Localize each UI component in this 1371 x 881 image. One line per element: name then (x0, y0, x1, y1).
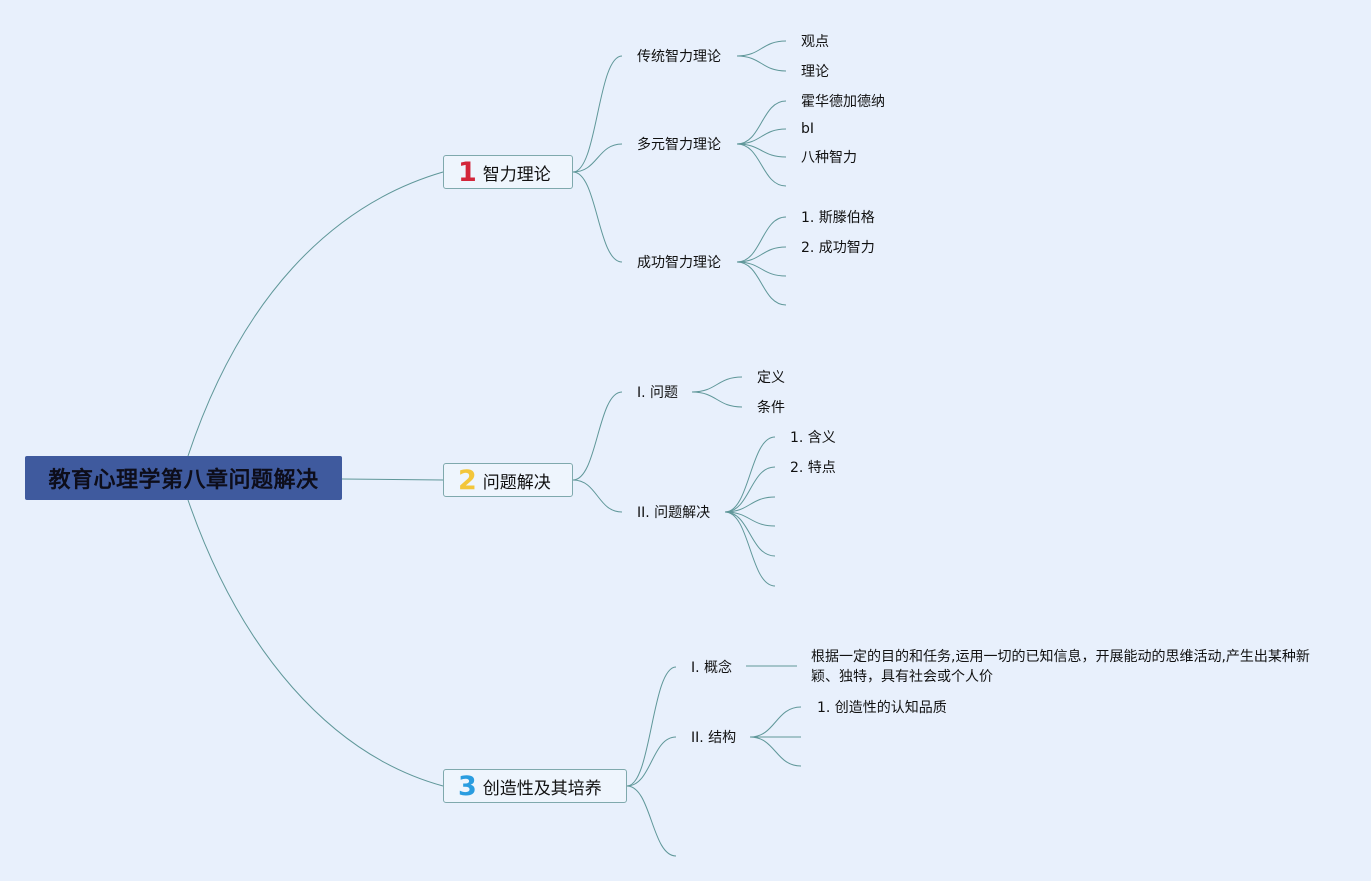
root-connector-line (187, 171, 444, 457)
connector-line (626, 736, 677, 787)
connector-line (691, 376, 743, 393)
leaf-item[interactable]: 定义 (757, 370, 785, 386)
branch-title: 问题解决 (482, 472, 551, 493)
connector-line (749, 706, 802, 738)
connector-line (736, 128, 787, 145)
connector-line (724, 511, 776, 557)
branch-creativity[interactable]: 3 创造性及其培养 (443, 769, 627, 803)
leaf-item[interactable]: 条件 (757, 400, 785, 416)
connector-line (724, 436, 776, 513)
connector-line (724, 496, 776, 513)
connector-line (572, 143, 623, 173)
connector-line (572, 171, 623, 263)
connector-line (736, 40, 787, 57)
number-3-icon: 3 (458, 770, 477, 802)
subtopic-structure[interactable]: II. 结构 (691, 730, 737, 746)
leaf-item[interactable]: 八种智力 (801, 150, 857, 166)
branch-title: 创造性及其培养 (482, 778, 602, 799)
leaf-item[interactable]: 2. 特点 (790, 460, 836, 476)
leaf-item[interactable]: 理论 (801, 64, 829, 80)
subtopic-traditional[interactable]: 传统智力理论 (637, 49, 721, 65)
connector-line (736, 246, 787, 263)
leaf-item[interactable]: 1. 斯滕伯格 (801, 210, 875, 226)
subtopic-concept[interactable]: I. 概念 (691, 660, 733, 676)
root-topic[interactable]: 教育心理学第八章问题解决 (25, 456, 342, 500)
leaf-item[interactable]: 1. 含义 (790, 430, 836, 446)
connector-line (736, 55, 787, 72)
connector-line (736, 261, 787, 277)
connector-line (572, 55, 623, 173)
subtopic-multiple[interactable]: 多元智力理论 (637, 137, 721, 153)
number-1-icon: 1 (458, 156, 477, 188)
connector-line (736, 143, 787, 187)
number-2-icon: 2 (458, 464, 477, 496)
leaf-item[interactable]: 霍华德加德纳 (801, 94, 885, 110)
subtopic-successful[interactable]: 成功智力理论 (637, 255, 721, 271)
connector-line (626, 666, 677, 787)
root-connector-line (341, 478, 444, 481)
connector-line (572, 391, 623, 481)
subtopic-problem[interactable]: I. 问题 (637, 385, 679, 401)
branch-title: 智力理论 (482, 164, 551, 185)
connector-line (736, 261, 787, 306)
subtopic-problem-solving[interactable]: II. 问题解决 (637, 505, 711, 521)
leaf-item[interactable]: bI (801, 121, 815, 137)
root-connector-line (187, 499, 444, 787)
connector-line (736, 216, 787, 263)
leaf-item[interactable]: 2. 成功智力 (801, 240, 875, 256)
connector-line (691, 391, 743, 408)
leaf-item[interactable]: 观点 (801, 34, 829, 50)
connector-line (736, 100, 787, 145)
connector-line (626, 785, 677, 857)
connector-line (724, 511, 776, 587)
leaf-definition-text[interactable]: 根据一定的目的和任务,运用一切的已知信息，开展能动的思维活动,产生出某种新颖、独… (811, 649, 1310, 685)
connector-line (724, 466, 776, 513)
branch-problem-solving[interactable]: 2 问题解决 (443, 463, 573, 497)
leaf-item[interactable]: 1. 创造性的认知品质 (817, 700, 947, 716)
branch-intelligence-theory[interactable]: 1 智力理论 (443, 155, 573, 189)
connector-line (749, 736, 802, 767)
connector-line (572, 479, 623, 513)
